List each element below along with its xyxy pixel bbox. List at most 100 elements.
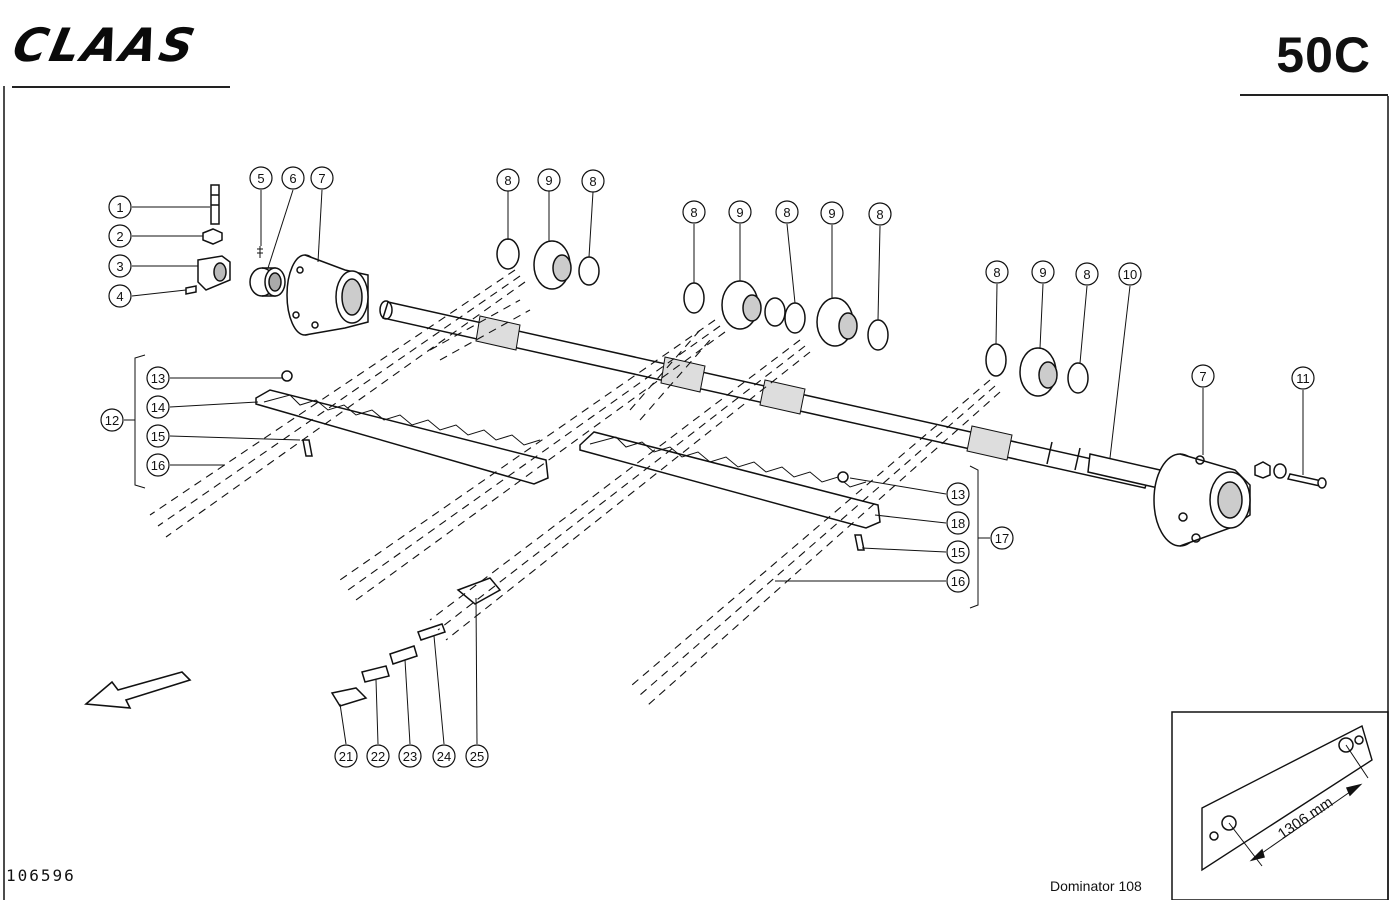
svg-text:23: 23 (403, 749, 417, 764)
leader-lines (124, 189, 1304, 745)
callouts: 1 2 3 4 5 6 7 8 9 8 8 9 8 9 8 8 9 8 10 7… (100, 166, 1315, 768)
svg-text:8: 8 (690, 205, 697, 220)
callout-21: 21 (334, 744, 358, 768)
svg-text:11: 11 (1296, 371, 1310, 386)
callout-16: 16 (946, 569, 970, 593)
callout-24: 24 (432, 744, 456, 768)
callout-9: 9 (728, 200, 752, 224)
callout-4: 4 (108, 284, 132, 308)
callout-3: 3 (108, 254, 132, 278)
svg-text:21: 21 (339, 749, 353, 764)
model-name: Dominator 108 (1050, 878, 1142, 894)
svg-text:7: 7 (318, 171, 325, 186)
svg-text:18: 18 (951, 516, 965, 531)
svg-text:8: 8 (783, 205, 790, 220)
callout-5: 5 (249, 166, 273, 190)
svg-text:12: 12 (105, 413, 119, 428)
drawing-number: 106596 (6, 866, 76, 885)
small-parts (330, 577, 502, 707)
callout-23: 23 (398, 744, 422, 768)
svg-text:22: 22 (371, 749, 385, 764)
main-shaft (379, 300, 1167, 489)
svg-text:15: 15 (951, 545, 965, 560)
svg-text:16: 16 (951, 574, 965, 589)
callout-8: 8 (1075, 262, 1099, 286)
callout-11: 11 (1291, 366, 1315, 390)
sprocket-group-2 (683, 280, 806, 334)
svg-text:9: 9 (1039, 265, 1046, 280)
callout-2: 2 (108, 224, 132, 248)
callout-25: 25 (465, 744, 489, 768)
left-wear-strip (255, 370, 549, 485)
svg-text:8: 8 (589, 174, 596, 189)
callout-13: 13 (146, 366, 170, 390)
sprocket-group-4 (985, 343, 1089, 397)
page-number: 50C (1276, 27, 1371, 83)
svg-text:13: 13 (951, 487, 965, 502)
clamp-bracket (197, 255, 231, 291)
callout-15: 15 (146, 424, 170, 448)
set-screw (185, 285, 197, 295)
callout-17: 17 (990, 526, 1014, 550)
callout-8: 8 (868, 202, 892, 226)
callout-8: 8 (581, 169, 605, 193)
bearing (249, 267, 286, 297)
callout-1: 1 (108, 195, 132, 219)
svg-text:1: 1 (116, 200, 123, 215)
end-bolt-assembly (1254, 461, 1327, 489)
callout-15: 15 (946, 540, 970, 564)
inset-detail: 1306 mm (1171, 711, 1389, 900)
svg-text:3: 3 (116, 259, 123, 274)
callout-13: 13 (946, 482, 970, 506)
callout-9: 9 (1031, 260, 1055, 284)
svg-text:13: 13 (151, 371, 165, 386)
svg-text:8: 8 (876, 207, 883, 222)
callout-14: 14 (146, 395, 170, 419)
direction-arrow-icon (84, 671, 192, 709)
callout-16: 16 (146, 453, 170, 477)
svg-text:16: 16 (151, 458, 165, 473)
logo-underline (12, 86, 230, 88)
callout-8: 8 (775, 200, 799, 224)
svg-text:10: 10 (1123, 267, 1137, 282)
svg-text:8: 8 (1083, 267, 1090, 282)
callout-10: 10 (1118, 262, 1142, 286)
callout-6: 6 (281, 166, 305, 190)
callout-7: 7 (1191, 364, 1215, 388)
svg-text:14: 14 (151, 400, 165, 415)
callout-8: 8 (682, 200, 706, 224)
sprocket-group-3 (816, 297, 889, 351)
hex-nut (202, 228, 223, 245)
svg-text:9: 9 (736, 205, 743, 220)
svg-text:8: 8 (993, 265, 1000, 280)
callout-22: 22 (366, 744, 390, 768)
projection-lines (149, 269, 1001, 706)
callout-8: 8 (496, 168, 520, 192)
svg-text:17: 17 (995, 531, 1009, 546)
callout-18: 18 (946, 511, 970, 535)
grease-nipple (257, 246, 263, 258)
svg-text:9: 9 (828, 206, 835, 221)
callout-7: 7 (310, 166, 334, 190)
svg-text:8: 8 (504, 173, 511, 188)
svg-text:24: 24 (437, 749, 451, 764)
page-number-underline (1240, 94, 1388, 96)
svg-text:4: 4 (116, 289, 123, 304)
callout-12: 12 (100, 408, 124, 432)
left-flange-hub (286, 254, 369, 336)
svg-text:2: 2 (116, 229, 123, 244)
callout-9: 9 (820, 201, 844, 225)
svg-text:25: 25 (470, 749, 484, 764)
callout-9: 9 (537, 168, 561, 192)
stud-bolt (210, 184, 220, 225)
sprocket-group-1 (496, 238, 600, 290)
svg-text:7: 7 (1199, 369, 1206, 384)
right-flange-hub (1153, 453, 1251, 547)
right-wear-strip (579, 431, 881, 551)
svg-text:6: 6 (289, 171, 296, 186)
svg-text:9: 9 (545, 173, 552, 188)
svg-text:15: 15 (151, 429, 165, 444)
callout-8: 8 (985, 260, 1009, 284)
svg-text:5: 5 (257, 171, 264, 186)
